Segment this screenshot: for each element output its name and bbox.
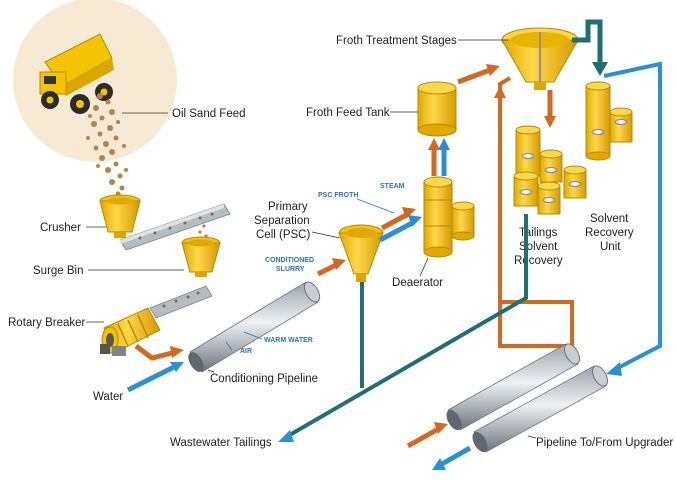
sru-label-line2: Recovery: [585, 227, 634, 239]
froth-feed-tank-label: Froth Feed Tank: [306, 107, 390, 119]
warm-water-tag: WARM WATER: [264, 337, 313, 344]
deaerator-steam-up-arrowhead: [438, 138, 450, 150]
tsru-label-line3: Recovery: [514, 255, 563, 267]
tsru-label-line2: Solvent: [519, 241, 558, 253]
sru-label-line1: Solvent: [590, 213, 629, 225]
psc-label-line1: Primary: [268, 201, 308, 213]
psc-froth-arrowhead: [402, 207, 416, 219]
froth-treatment-label: Froth Treatment Stages: [336, 35, 457, 47]
water-label: Water: [93, 391, 123, 403]
primary-separation-cell-icon: [338, 224, 384, 282]
solvent-recovery-unit-icon: [585, 81, 633, 161]
surge-bin-label: Surge Bin: [33, 265, 84, 277]
rotary-breaker-icon: [100, 307, 161, 356]
froth-feed-tank-icon: [417, 81, 457, 137]
conditioning-pipeline-leader: [207, 369, 215, 373]
haul-truck-icon: [39, 33, 114, 114]
crusher-icon: [99, 194, 141, 238]
tailings-solvent-recovery-icon: [513, 125, 587, 215]
wastewater-tailings-line: [286, 214, 528, 438]
psc-froth-leader: [356, 198, 395, 214]
froth-to-tsru-arrowhead: [544, 116, 556, 128]
tsru-label-line1: Tailings: [519, 227, 558, 239]
surge-bin-icon: [181, 236, 221, 277]
conveyor-1-icon: [119, 203, 231, 251]
psc-label-line2: Separation: [254, 215, 310, 227]
upgrader-pipeline-2-icon: [472, 365, 608, 453]
water-arrowhead: [170, 362, 184, 372]
water-inlet-line: [126, 363, 178, 393]
surge-bin-feed-icon: [198, 224, 208, 238]
upgrader-orange-in-arrowhead: [434, 422, 448, 434]
conditioned-slurry-tag-line2: SLURRY: [276, 266, 305, 273]
slurry-to-pipeline-arrowhead: [170, 346, 184, 358]
conditioned-slurry-tag-line1: CONDITIONED: [265, 257, 314, 264]
upgrader-blue-out-arrowhead: [432, 458, 446, 470]
air-leader: [225, 341, 233, 351]
air-tag: AIR: [240, 348, 252, 355]
solvent-return-line: [572, 19, 603, 64]
tank-to-froth-treatment-line: [457, 67, 491, 85]
wastewater-tailings-label: Wastewater Tailings: [170, 437, 272, 449]
sru-label-line3: Unit: [600, 241, 621, 253]
bitumen-loop-arrowhead: [494, 86, 506, 98]
deaerator-label: Deaerator: [392, 277, 443, 289]
psc-froth-tag: PSC FROTH: [318, 192, 358, 199]
conditioning-pipeline-icon: [188, 281, 321, 373]
pipeline-upgrader-leader: [527, 435, 537, 439]
steam-arrowhead: [408, 215, 422, 227]
feed-background-circle: [13, 0, 177, 162]
tank-to-froth-treatment-arrowhead: [486, 64, 500, 76]
deaerator-icon: [423, 176, 475, 258]
deaerator-leader: [419, 257, 429, 277]
pipeline-upgrader-label: Pipeline To/From Upgrader: [536, 437, 673, 449]
conditioning-pipeline-label: Conditioning Pipeline: [210, 373, 318, 385]
rotary-breaker-label: Rotary Breaker: [8, 317, 86, 329]
psc-label-line3: Cell (PSC): [256, 229, 310, 241]
crusher-label: Crusher: [40, 222, 81, 234]
steam-line: [378, 219, 416, 243]
wastewater-tailings-arrowhead: [278, 430, 294, 442]
upgrader-pipeline-1-icon: [446, 343, 580, 431]
psc-leader: [311, 231, 341, 239]
warm-water-leader: [243, 331, 263, 340]
oil-sand-feed-label: Oil Sand Feed: [172, 108, 246, 120]
psc-froth-line: [380, 211, 410, 231]
oil-sand-stream-icon: [86, 93, 128, 197]
upgrader-return-arrowhead: [606, 362, 622, 376]
deaerator-to-tank-arrowhead: [428, 138, 440, 150]
conveyor-2-icon: [149, 285, 213, 319]
slurry-to-pipeline-line: [134, 344, 177, 361]
steam-tag: STEAM: [380, 183, 405, 190]
froth-treatment-vessel-icon: [501, 27, 579, 90]
upgrader-return-line: [603, 61, 662, 372]
solvent-return-arrowhead: [592, 62, 608, 76]
conditioned-slurry-arrowhead: [332, 258, 346, 270]
upgrader-blue-out-line: [440, 445, 472, 467]
upgrader-orange-in-line: [406, 425, 442, 449]
